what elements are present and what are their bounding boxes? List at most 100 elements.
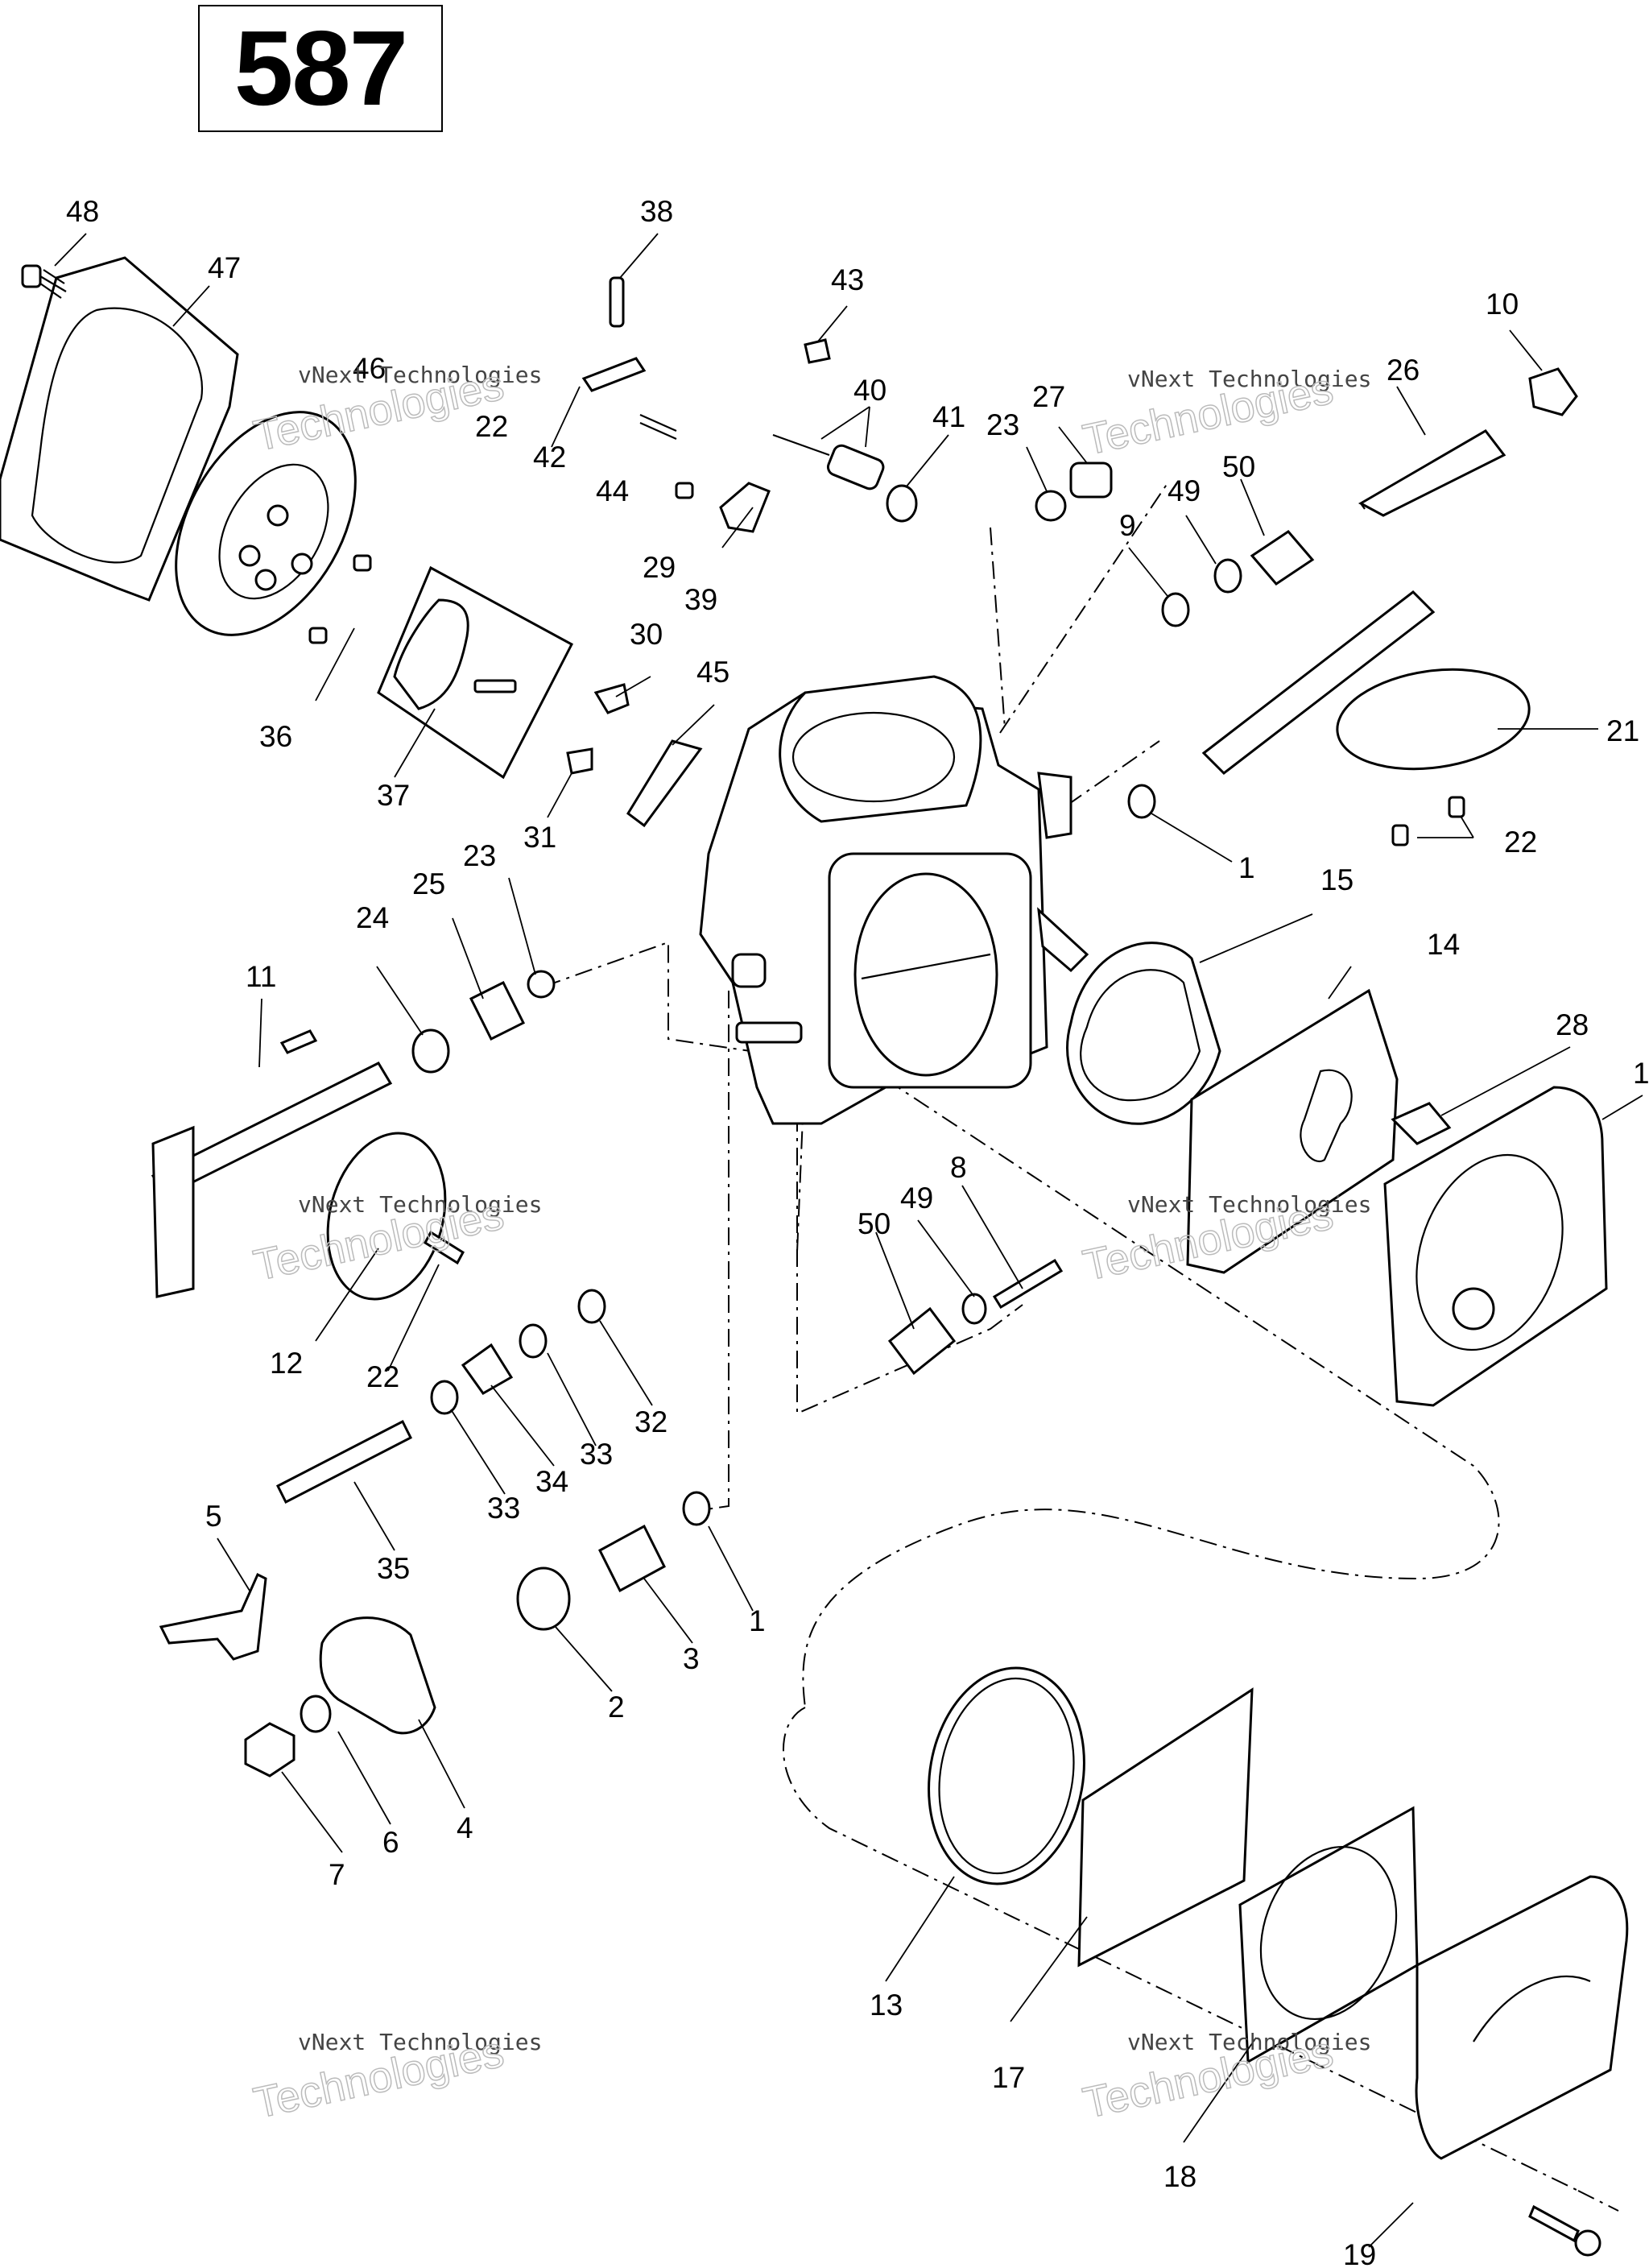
- callout-37: 37: [377, 779, 410, 812]
- callout-30: 30: [630, 618, 663, 651]
- callout-3: 3: [683, 1642, 700, 1675]
- callout-21: 21: [1606, 714, 1639, 747]
- part-41-oring: [886, 484, 918, 523]
- callout-48: 48: [66, 195, 99, 228]
- callout-24: 24: [356, 901, 389, 934]
- callout-1c: 1: [749, 1604, 766, 1637]
- part-24-fitting: [411, 1028, 450, 1074]
- part-32-oring: [577, 1289, 606, 1324]
- callout-49: 49: [1168, 474, 1201, 507]
- part-50-spring: [1250, 530, 1315, 586]
- callout-47: 47: [208, 251, 241, 284]
- part-34-spring: [461, 1343, 514, 1395]
- part-14-plate: [1186, 988, 1399, 1274]
- part-38-pin: [609, 276, 625, 328]
- callout-2: 2: [608, 1691, 625, 1724]
- callout-22c: 22: [366, 1360, 399, 1393]
- part-4-cam: [319, 1616, 436, 1735]
- part-7-nut: [244, 1722, 295, 1778]
- callout-22: 22: [475, 410, 508, 443]
- part-43: [804, 338, 831, 364]
- callout-28: 28: [1556, 1008, 1589, 1041]
- callout-38: 38: [640, 195, 673, 228]
- callout-10: 10: [1486, 288, 1519, 321]
- callout-8: 8: [950, 1151, 967, 1184]
- part-12-shaft: [151, 1062, 447, 1301]
- part-10-cap: [1528, 367, 1578, 416]
- callout-43: 43: [831, 263, 864, 296]
- callout-26: 26: [1387, 354, 1420, 387]
- part-18-gasket: [1238, 1806, 1419, 2064]
- part-45-gasket: [626, 739, 703, 828]
- part-19-cover: [1415, 1875, 1629, 2160]
- watermark-6-line1: vNext Technologies: [1127, 2029, 1371, 2055]
- callout-11: 11: [246, 960, 276, 993]
- part-3-spring: [598, 1524, 666, 1593]
- part-39-bracket: [719, 482, 771, 533]
- callout-50b: 50: [858, 1207, 891, 1240]
- watermark-3-line1: vNext Technologies: [298, 1191, 542, 1218]
- part-44-spring: [639, 413, 677, 441]
- part-37-box: [377, 565, 574, 780]
- callout-17: 17: [992, 2061, 1025, 2094]
- watermark-4-line1: vNext Technologies: [1127, 1191, 1371, 1218]
- part-31: [566, 747, 593, 775]
- part-11-screw: [279, 1029, 318, 1054]
- parts: [0, 256, 1629, 2257]
- part-8-screw: [992, 1258, 1064, 1310]
- part-16-cover: [1383, 1086, 1608, 1407]
- callout-39: 39: [684, 583, 717, 616]
- part-9-oring: [1161, 592, 1190, 627]
- part-49-washer: [1213, 558, 1242, 594]
- callout-22b: 22: [1504, 826, 1537, 859]
- callout-18: 18: [1163, 2160, 1196, 2193]
- part-2-fitting: [516, 1566, 571, 1631]
- callout-27: 27: [1032, 380, 1065, 413]
- callout-labels: 48 47 46 38 43 10 22 42 40 27 26 44 41 2…: [66, 195, 1649, 2268]
- page-number: 587: [234, 9, 408, 127]
- part-21-shaft: [1201, 590, 1531, 775]
- part-23-oring: [1035, 490, 1067, 522]
- part-46-diaphragm: [175, 411, 357, 636]
- carburetor-body: [699, 675, 1089, 1125]
- watermark-2-line1: vNext Technologies: [1127, 366, 1371, 392]
- callout-35: 35: [377, 1552, 410, 1585]
- part-26-needle: [1358, 429, 1506, 517]
- callout-33: 33: [580, 1438, 613, 1471]
- part-42-clip: [581, 357, 647, 392]
- part-25-spring: [469, 980, 526, 1041]
- callout-31: 31: [523, 821, 556, 854]
- callout-4: 4: [457, 1811, 473, 1844]
- callout-34: 34: [535, 1465, 568, 1498]
- part-48-screw: [21, 264, 67, 299]
- callout-44: 44: [596, 474, 629, 507]
- callout-9: 9: [1119, 509, 1136, 542]
- callout-50: 50: [1222, 450, 1255, 483]
- part-17-plate: [1077, 1687, 1254, 1968]
- part-30: [593, 683, 630, 714]
- part-6-washer: [300, 1695, 332, 1733]
- part-1-oring: [1127, 784, 1156, 819]
- part-28-fitting: [1391, 1102, 1452, 1145]
- callout-33b: 33: [487, 1492, 520, 1525]
- part-47-cover: [0, 256, 239, 602]
- leader-lines: [54, 233, 1643, 2248]
- callout-23b: 23: [463, 839, 496, 872]
- callout-1: 1: [1238, 851, 1255, 884]
- callout-46: 46: [353, 352, 386, 385]
- part-36-screw: [308, 627, 328, 644]
- part-35-needle: [275, 1419, 413, 1504]
- callout-1b: 1: [1633, 1057, 1649, 1090]
- part-29-screw: [675, 482, 694, 499]
- part-5-bracket: [159, 1572, 267, 1661]
- watermark-1-line1: vNext Technologies: [298, 362, 542, 388]
- callout-19: 19: [1343, 2238, 1376, 2268]
- page-number-box: 587: [198, 5, 443, 132]
- callout-6: 6: [382, 1826, 399, 1859]
- callout-29: 29: [643, 551, 676, 584]
- callout-40: 40: [853, 374, 886, 407]
- part-40-needle: [772, 433, 885, 490]
- callout-49b: 49: [900, 1182, 933, 1215]
- callout-14: 14: [1427, 928, 1460, 961]
